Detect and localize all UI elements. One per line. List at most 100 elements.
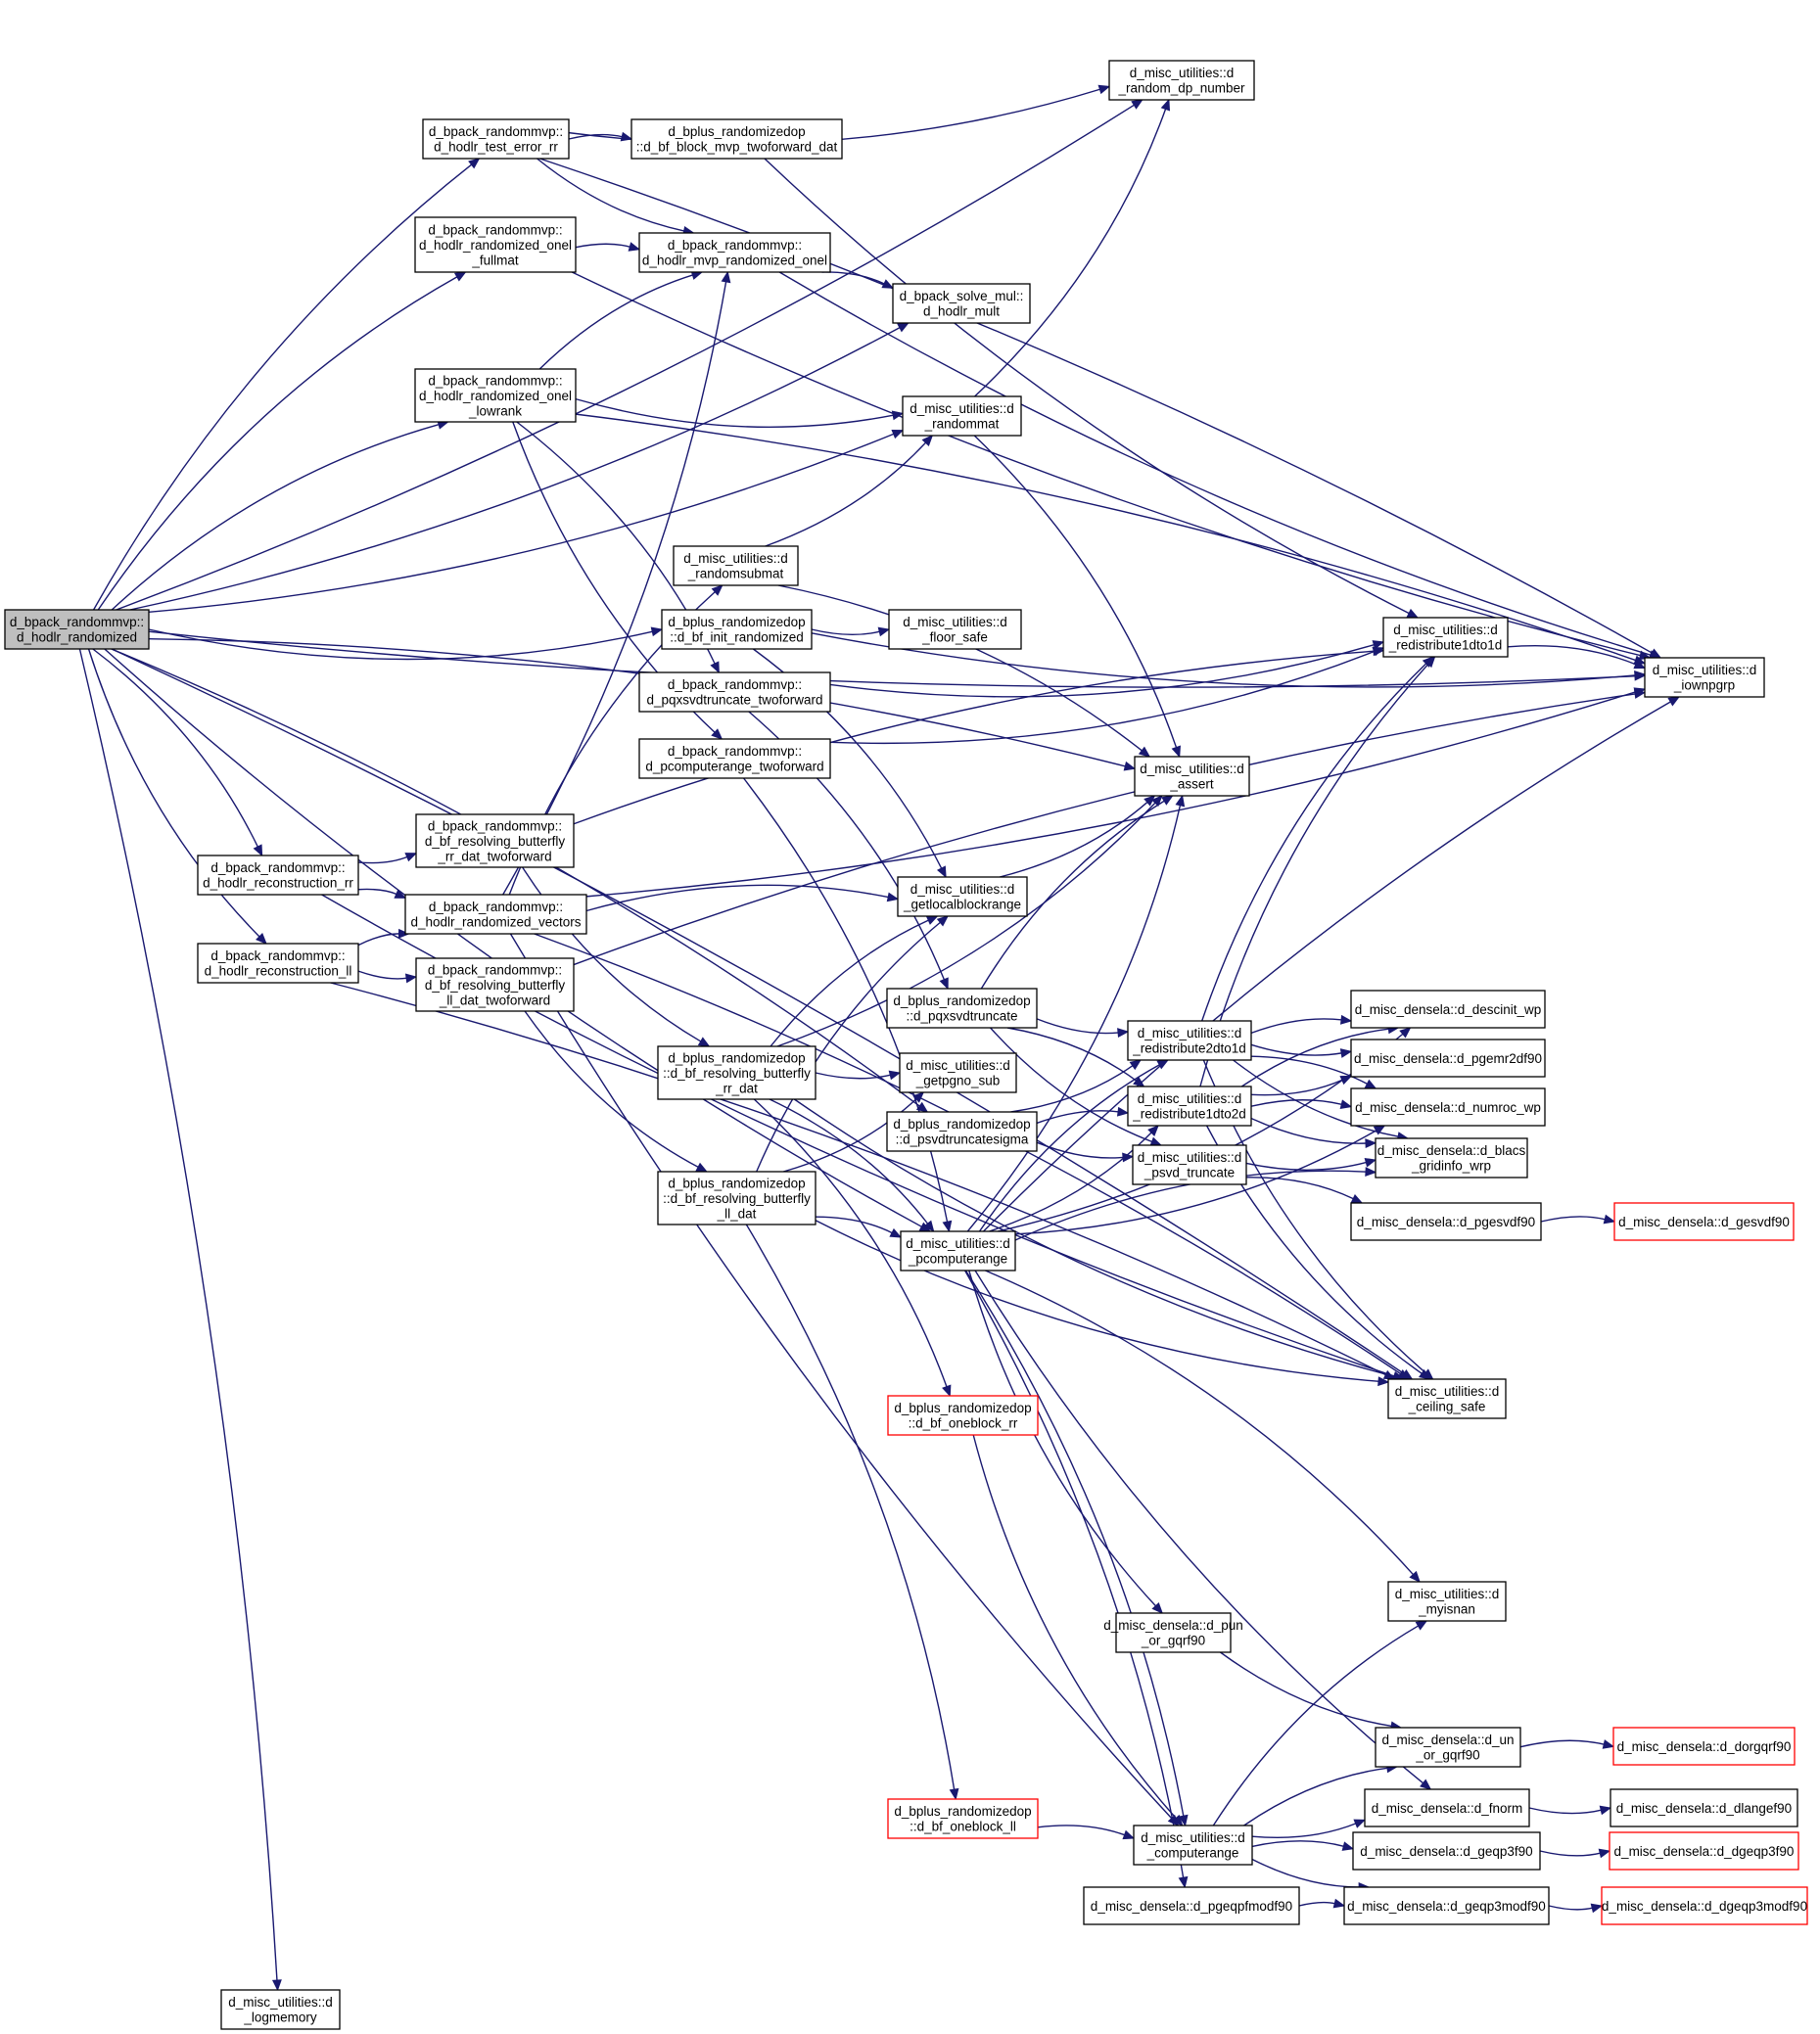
node-box-test_err[interactable] xyxy=(422,118,570,160)
node-box-descinit[interactable] xyxy=(1350,990,1546,1029)
node-box-onel_full[interactable] xyxy=(414,216,577,273)
node-randomsub[interactable]: d_misc_utilities::d_randomsubmat xyxy=(673,545,799,586)
node-gesvd[interactable]: d_misc_densela::d_gesvdf90 xyxy=(1613,1202,1795,1241)
node-box-redist2[interactable] xyxy=(1127,1020,1252,1061)
node-numroc[interactable]: d_misc_densela::d_numroc_wp xyxy=(1350,1087,1546,1127)
node-onel_full[interactable]: d_bpack_randommvp::d_hodlr_randomized_on… xyxy=(414,216,577,273)
node-geqp3mod[interactable]: d_misc_densela::d_geqp3modf90 xyxy=(1343,1886,1550,1925)
node-psvdsig[interactable]: d_bplus_randomizedop::d_psvdtruncatesigm… xyxy=(886,1111,1038,1152)
node-getpgno[interactable]: d_misc_utilities::d_getpgno_sub xyxy=(899,1052,1017,1093)
node-box-comp[interactable] xyxy=(1133,1825,1253,1866)
node-pcomp[interactable]: d_misc_utilities::d_pcomputerange xyxy=(900,1230,1016,1271)
node-oneblock_rr[interactable]: d_bplus_randomizedop::d_bf_oneblock_rr xyxy=(887,1395,1039,1436)
node-box-pcomp_two[interactable] xyxy=(638,738,831,779)
node-bf_init[interactable]: d_bplus_randomizedop::d_bf_init_randomiz… xyxy=(661,609,813,650)
node-box-dlange[interactable] xyxy=(1610,1788,1798,1827)
node-box-pun[interactable] xyxy=(1115,1612,1232,1653)
node-box-bf_init[interactable] xyxy=(661,609,813,650)
node-pun[interactable]: d_misc_densela::d_pun_or_gqrf90 xyxy=(1103,1612,1243,1653)
node-randommat[interactable]: d_misc_utilities::d_randommat xyxy=(902,395,1022,437)
node-test_err[interactable]: d_bpack_randommvp::d_hodlr_test_error_rr xyxy=(422,118,570,160)
node-res_ll[interactable]: d_bplus_randomizedop::d_bf_resolving_but… xyxy=(657,1171,817,1225)
node-box-numroc[interactable] xyxy=(1350,1087,1546,1127)
node-pgesvd[interactable]: d_misc_densela::d_pgesvdf90 xyxy=(1350,1202,1542,1241)
node-box-recon_rr[interactable] xyxy=(197,855,359,896)
node-box-pqxsvd[interactable] xyxy=(886,988,1038,1029)
node-box-dorgqr[interactable] xyxy=(1612,1727,1796,1766)
node-descinit[interactable]: d_misc_densela::d_descinit_wp xyxy=(1350,990,1546,1029)
node-box-assert[interactable] xyxy=(1134,756,1250,797)
node-box-psvd[interactable] xyxy=(1132,1144,1247,1185)
node-box-ceiling[interactable] xyxy=(1387,1378,1507,1419)
node-floor[interactable]: d_misc_utilities::d_floor_safe xyxy=(888,609,1022,650)
node-box-root[interactable] xyxy=(4,609,150,650)
node-onel_low[interactable]: d_bpack_randommvp::d_hodlr_randomized_on… xyxy=(414,368,577,423)
node-oneblock_ll[interactable]: d_bplus_randomizedop::d_bf_oneblock_ll xyxy=(887,1798,1039,1839)
node-blacs[interactable]: d_misc_densela::d_blacs_gridinfo_wrp xyxy=(1375,1137,1528,1179)
node-pqx_two[interactable]: d_bpack_randommvp::d_pqxsvdtruncate_twof… xyxy=(638,671,831,713)
node-box-pgesvd[interactable] xyxy=(1350,1202,1542,1241)
node-assert[interactable]: d_misc_utilities::d_assert xyxy=(1134,756,1250,797)
node-box-pgeqpf[interactable] xyxy=(1083,1886,1300,1925)
node-fnorm[interactable]: d_misc_densela::d_fnorm xyxy=(1364,1788,1530,1827)
node-box-pcomp[interactable] xyxy=(900,1230,1016,1271)
node-box-res_rr[interactable] xyxy=(657,1045,817,1100)
node-box-blacs[interactable] xyxy=(1375,1137,1528,1179)
node-box-pgemr[interactable] xyxy=(1350,1039,1546,1078)
node-geqp3[interactable]: d_misc_densela::d_geqp3f90 xyxy=(1352,1831,1541,1871)
node-box-dgeqp3mod[interactable] xyxy=(1601,1886,1808,1925)
node-mvp_onel[interactable]: d_bpack_randommvp::d_hodlr_mvp_randomize… xyxy=(638,232,831,273)
node-box-redist1d2d[interactable] xyxy=(1127,1086,1252,1127)
node-redist1[interactable]: d_misc_utilities::d_redistribute1dto1d xyxy=(1382,617,1509,658)
node-box-res_rr_two[interactable] xyxy=(415,813,575,868)
node-dgeqp3mod[interactable]: d_misc_densela::d_dgeqp3modf90 xyxy=(1601,1886,1808,1925)
node-box-un[interactable] xyxy=(1375,1727,1521,1768)
node-box-oneblock_rr[interactable] xyxy=(887,1395,1039,1436)
node-box-getpgno[interactable] xyxy=(899,1052,1017,1093)
node-solve_mul[interactable]: d_bpack_solve_mul::d_hodlr_mult xyxy=(892,283,1031,324)
node-un[interactable]: d_misc_densela::d_un_or_gqrf90 xyxy=(1375,1727,1521,1768)
node-box-geqp3[interactable] xyxy=(1352,1831,1541,1871)
node-iownpgrp[interactable]: d_misc_utilities::d_iownpgrp xyxy=(1644,657,1765,698)
node-pqxsvd[interactable]: d_bplus_randomizedop::d_pqxsvdtruncate xyxy=(886,988,1038,1029)
node-box-pqx_two[interactable] xyxy=(638,671,831,713)
node-res_rr_two[interactable]: d_bpack_randommvp::d_bf_resolving_butter… xyxy=(415,813,575,868)
node-box-getlocal[interactable] xyxy=(897,876,1028,917)
node-getlocal[interactable]: d_misc_utilities::d_getlocalblockrange xyxy=(897,876,1028,917)
node-box-rand_dp[interactable] xyxy=(1108,60,1255,101)
node-box-logmem[interactable] xyxy=(220,1989,341,2030)
node-pgemr[interactable]: d_misc_densela::d_pgemr2df90 xyxy=(1350,1039,1546,1078)
node-block_mvp[interactable]: d_bplus_randomizedop::d_bf_block_mvp_two… xyxy=(630,118,843,160)
node-box-randomsub[interactable] xyxy=(673,545,799,586)
node-box-geqp3mod[interactable] xyxy=(1343,1886,1550,1925)
node-box-iownpgrp[interactable] xyxy=(1644,657,1765,698)
node-res_ll_two[interactable]: d_bpack_randommvp::d_bf_resolving_butter… xyxy=(415,957,575,1012)
node-box-fnorm[interactable] xyxy=(1364,1788,1530,1827)
node-dorgqr[interactable]: d_misc_densela::d_dorgqrf90 xyxy=(1612,1727,1796,1766)
node-pcomp_two[interactable]: d_bpack_randommvp::d_pcomputerange_twofo… xyxy=(638,738,831,779)
node-box-psvdsig[interactable] xyxy=(886,1111,1038,1152)
node-pgeqpf[interactable]: d_misc_densela::d_pgeqpfmodf90 xyxy=(1083,1886,1300,1925)
node-box-res_ll_two[interactable] xyxy=(415,957,575,1012)
node-box-dgeqp3[interactable] xyxy=(1609,1831,1799,1871)
node-redist2[interactable]: d_misc_utilities::d_redistribute2dto1d xyxy=(1127,1020,1252,1061)
node-comp[interactable]: d_misc_utilities::d_computerange xyxy=(1133,1825,1253,1866)
node-ceiling[interactable]: d_misc_utilities::d_ceiling_safe xyxy=(1387,1378,1507,1419)
node-box-recon_ll[interactable] xyxy=(197,943,359,984)
node-box-block_mvp[interactable] xyxy=(630,118,843,160)
node-box-res_ll[interactable] xyxy=(657,1171,817,1225)
node-box-mvp_onel[interactable] xyxy=(638,232,831,273)
node-redist1d2d[interactable]: d_misc_utilities::d_redistribute1dto2d xyxy=(1127,1086,1252,1127)
node-box-gesvd[interactable] xyxy=(1613,1202,1795,1241)
node-dgeqp3[interactable]: d_misc_densela::d_dgeqp3f90 xyxy=(1609,1831,1799,1871)
node-psvd[interactable]: d_misc_utilities::d_psvd_truncate xyxy=(1132,1144,1247,1185)
node-box-floor[interactable] xyxy=(888,609,1022,650)
node-dlange[interactable]: d_misc_densela::d_dlangef90 xyxy=(1610,1788,1798,1827)
node-box-solve_mul[interactable] xyxy=(892,283,1031,324)
node-box-oneblock_ll[interactable] xyxy=(887,1798,1039,1839)
node-logmem[interactable]: d_misc_utilities::d_logmemory xyxy=(220,1989,341,2030)
node-root[interactable]: d_bpack_randommvp::d_hodlr_randomized xyxy=(4,609,150,650)
node-box-myisnan[interactable] xyxy=(1387,1581,1507,1622)
node-res_rr[interactable]: d_bplus_randomizedop::d_bf_resolving_but… xyxy=(657,1045,817,1100)
node-box-onel_low[interactable] xyxy=(414,368,577,423)
